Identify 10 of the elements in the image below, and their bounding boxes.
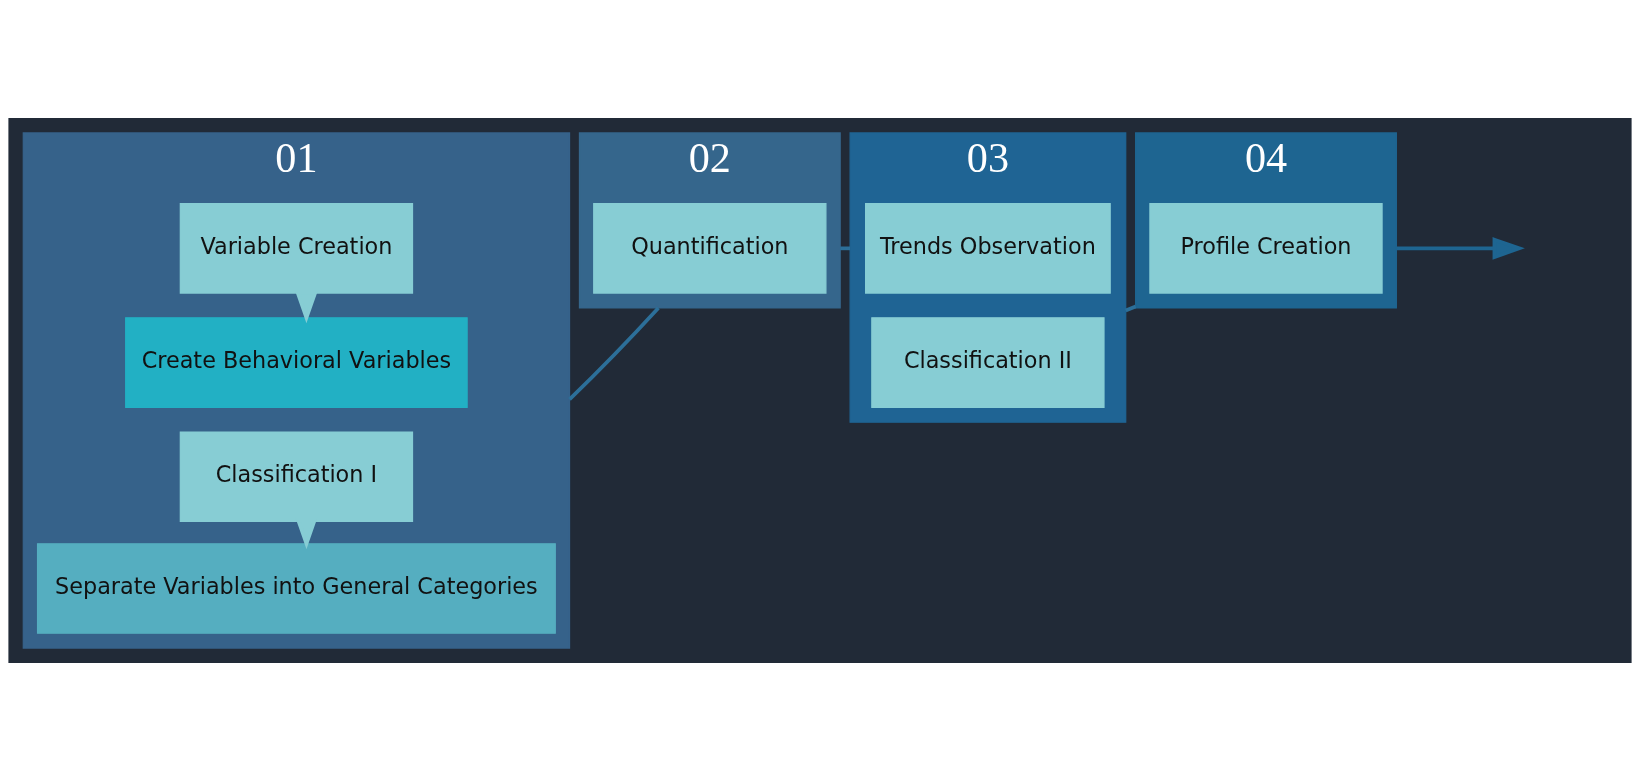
connector: [568, 306, 660, 401]
arrow: [1396, 237, 1525, 260]
node-box: Classification II: [871, 317, 1105, 408]
node-box: Separate Variables into General Categories: [36, 543, 556, 634]
node-box: Quantification: [593, 203, 827, 294]
node-box: Create Behavioral Variables: [125, 317, 468, 408]
node-box: Profile Creation: [1149, 203, 1383, 294]
node-box: Trends Observation: [865, 203, 1111, 294]
connector: [840, 246, 851, 251]
connector: [1125, 304, 1137, 313]
